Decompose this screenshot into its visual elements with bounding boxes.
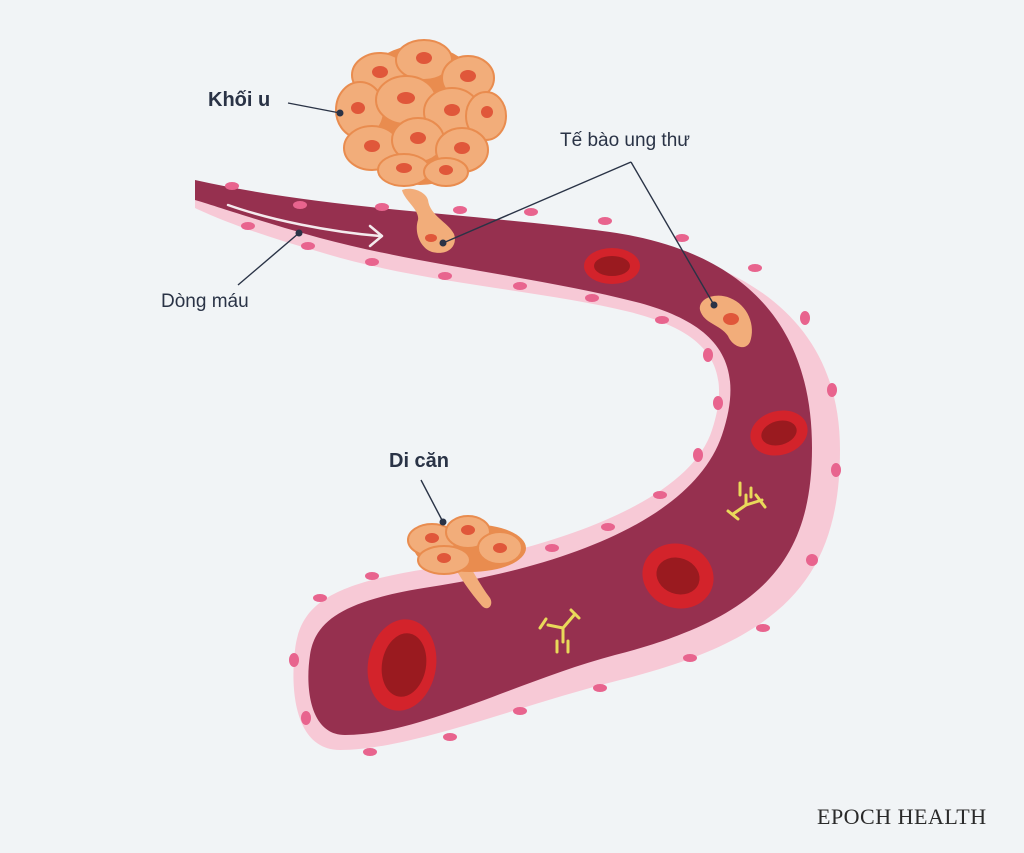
red-blood-cell [750,410,808,456]
leader-lines [237,102,715,523]
red-blood-cell [367,619,437,711]
red-blood-cell [642,543,714,609]
brand-logo: EPOCH HEALTH [817,804,987,829]
circulating-cancer-cell [699,295,752,348]
blood-stream [195,180,812,735]
tumor-stalk [402,188,455,253]
primary-tumor [335,39,507,187]
antibody-icon [538,608,581,654]
flow-arrow-icon [226,203,384,248]
label-blood-flow: Dòng máu [161,291,249,312]
antibody-icon [726,481,767,521]
intravasating-cell-nucleus [425,234,437,242]
vessel-wall-cells [225,182,841,756]
label-metastasis: Di căn [389,450,450,472]
label-tumor: Khối u [208,89,271,111]
label-cancer-cell: Tế bào ung thư [560,130,690,151]
red-blood-cell [584,248,640,284]
metastatic-tumor [407,515,526,609]
leader-dots [295,109,718,526]
